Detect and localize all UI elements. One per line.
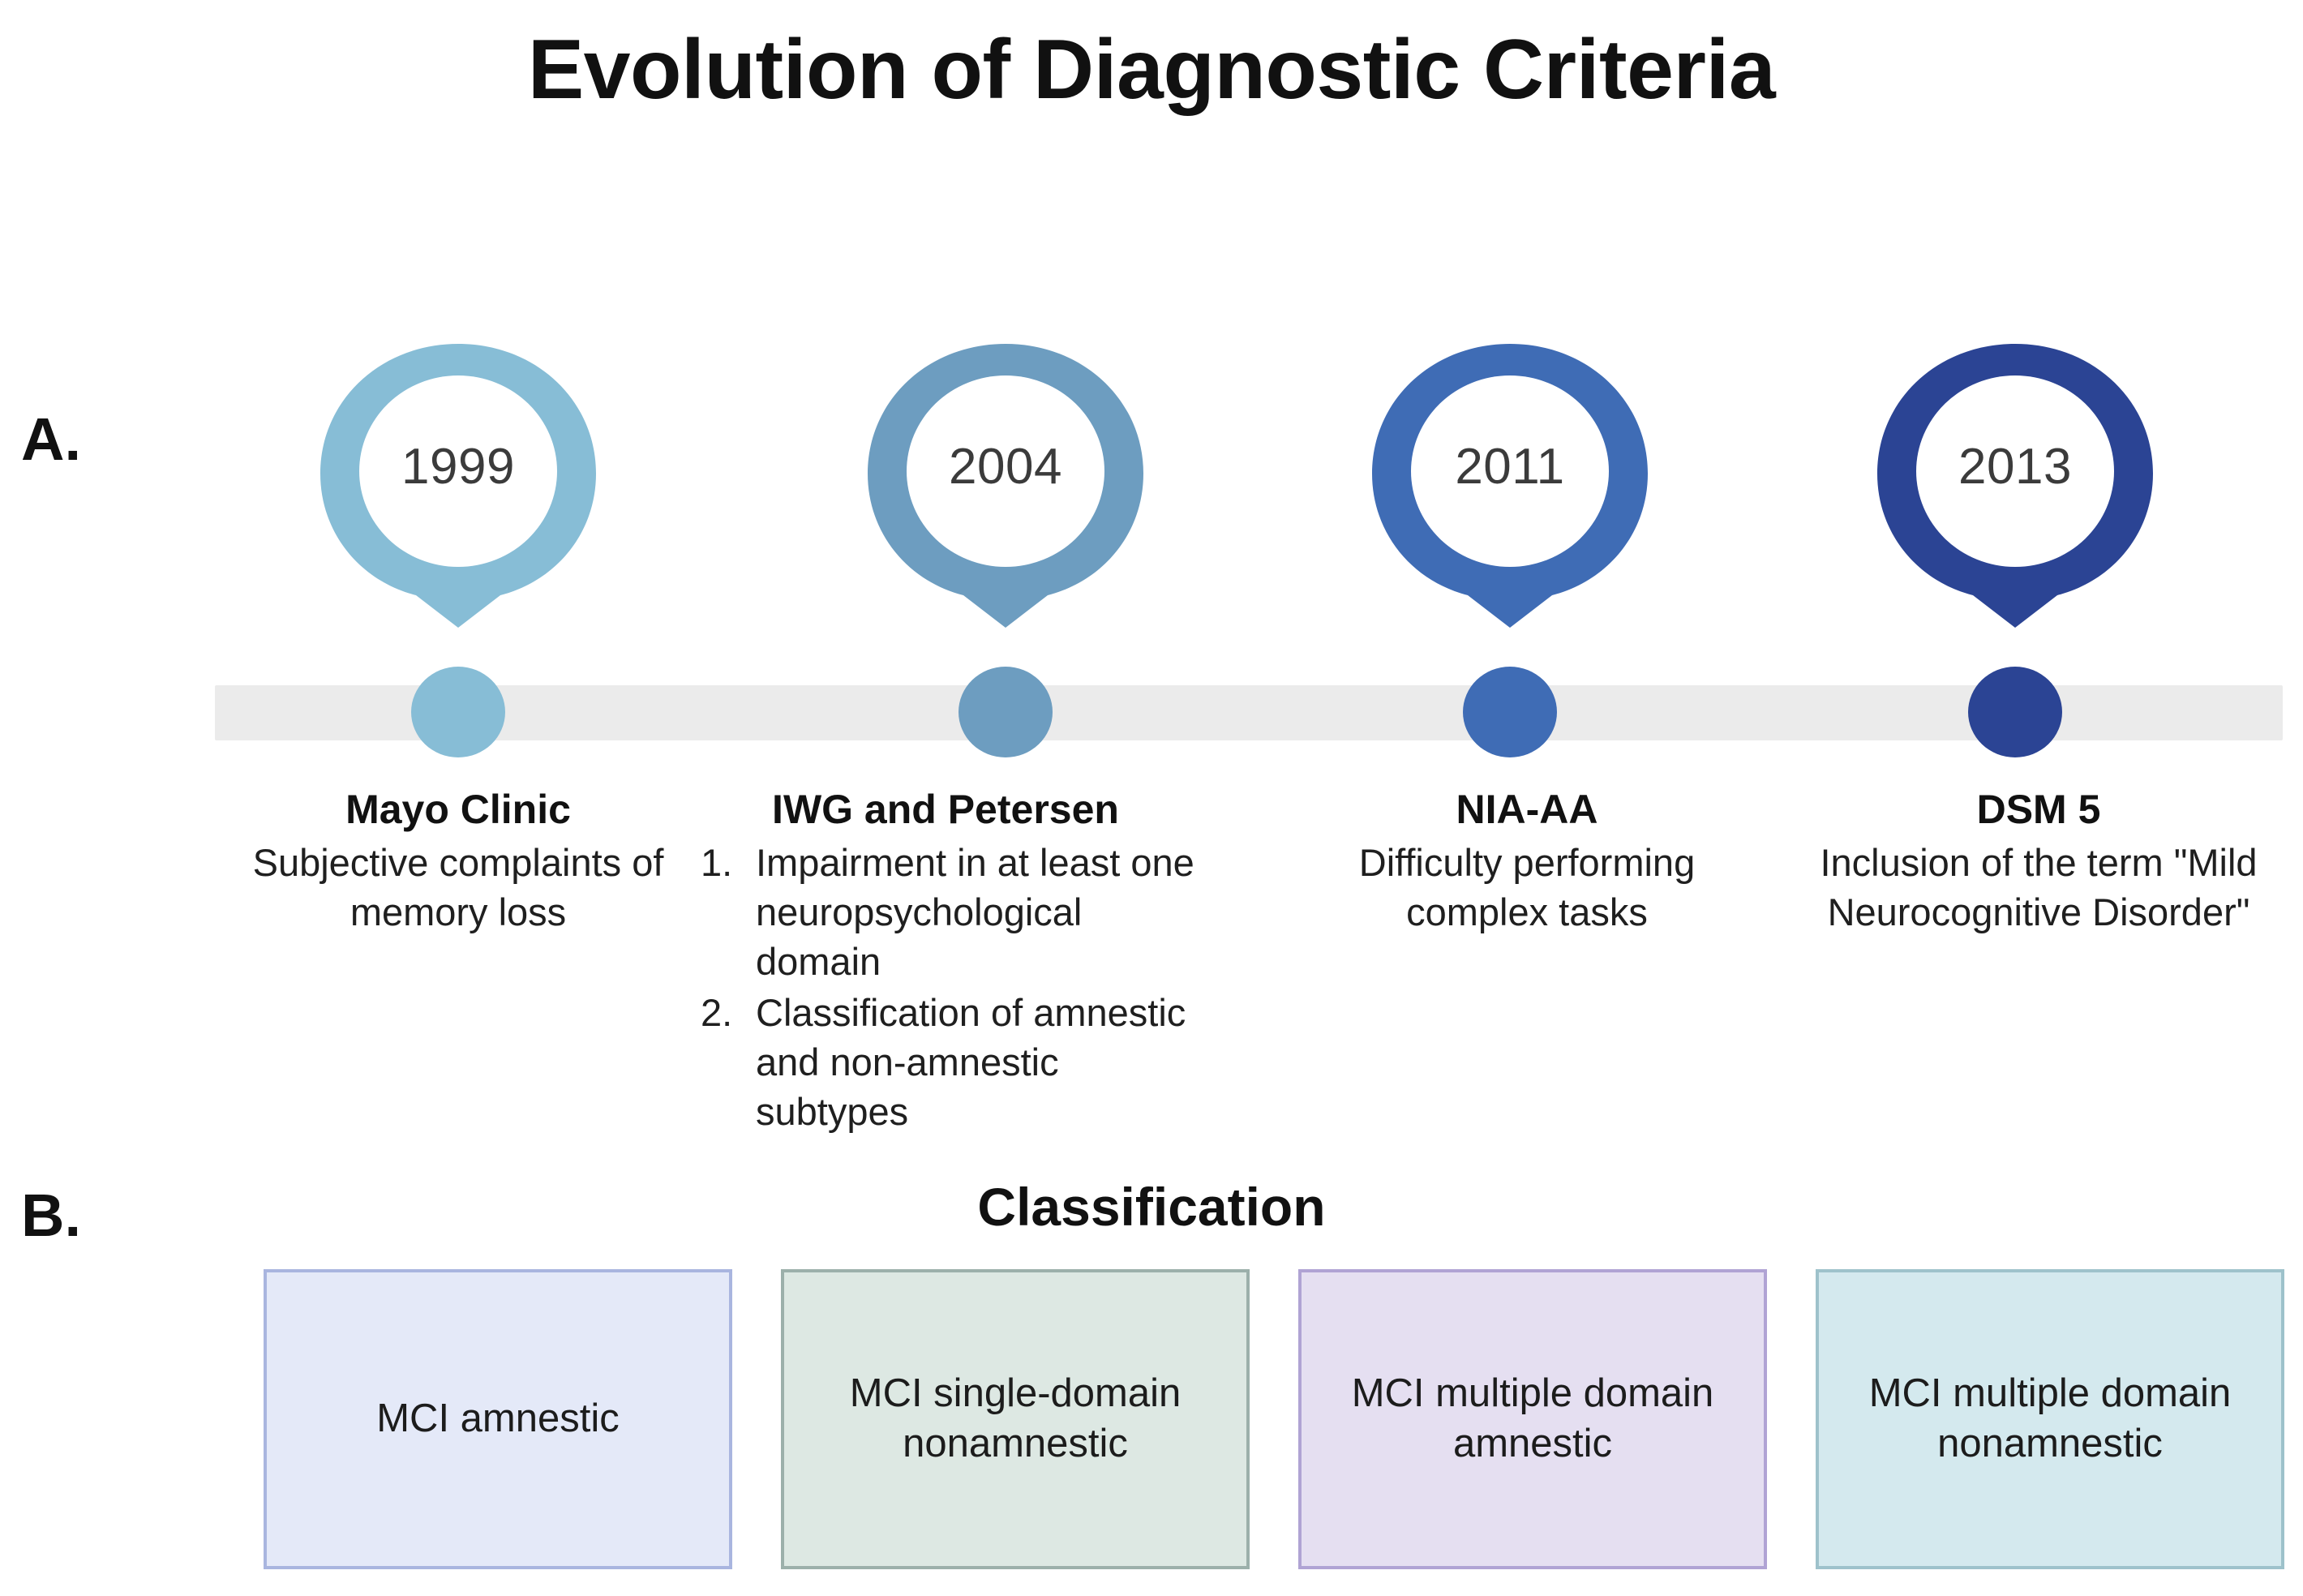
milestone-title: IWG and Petersen — [772, 787, 1119, 832]
panel-a-label: A. — [21, 405, 81, 473]
classification-title: Classification — [977, 1177, 1326, 1237]
map-pin-icon-2004: 2004 — [861, 339, 1150, 631]
list-item: 2. Classification of amnestic and non-am… — [694, 988, 1197, 1136]
figure-title: Evolution of Diagnostic Criteria — [527, 23, 1776, 117]
list-item-text: Classification of amnestic and non-amnes… — [756, 991, 1186, 1134]
list-item: 1. Impairment in at least one neuropsych… — [694, 838, 1197, 986]
map-pin-icon-2011: 2011 — [1366, 339, 1654, 631]
list-item-number: 2. — [701, 991, 733, 1035]
pin-year-label: 1999 — [401, 439, 515, 495]
pin-year-label: 2013 — [1958, 439, 2072, 495]
pin-year-label: 2011 — [1455, 439, 1565, 495]
milestone-2013: DSM 5 Inclusion of the term "Mild Neuroc… — [1797, 785, 2280, 937]
timeline-track — [215, 685, 2283, 740]
milestone-1999: Mayo Clinic Subjective complaints of mem… — [212, 785, 704, 937]
timeline-dot-2011[interactable] — [1463, 667, 1557, 757]
map-pin-icon-2013: 2013 — [1871, 339, 2159, 631]
classification-box-label: MCI amnestic — [376, 1396, 620, 1441]
timeline-dot-2004[interactable] — [959, 667, 1053, 757]
milestone-2011: NIA-AA Difficulty performing complex tas… — [1293, 785, 1761, 937]
classification-box-mci-multiple-domain-amnestic[interactable]: MCI multiple domain amnestic — [1298, 1269, 1767, 1569]
milestone-description: Subjective complaints of memory loss — [252, 841, 664, 934]
milestone-description: Inclusion of the term "Mild Neurocogniti… — [1820, 841, 2258, 934]
map-pin-icon-1999: 1999 — [314, 339, 603, 631]
milestone-description: Difficulty performing complex tasks — [1358, 841, 1696, 934]
timeline-panel: 1999 2004 2011 2013 — [212, 339, 2283, 1133]
milestone-2004: IWG and Petersen 1. Impairment in at lea… — [694, 785, 1197, 1139]
milestone-title: DSM 5 — [1976, 787, 2101, 832]
classification-box-mci-amnestic[interactable]: MCI amnestic — [264, 1269, 732, 1569]
classification-box-label: MCI multiple domain amnestic — [1351, 1371, 1714, 1465]
milestone-title: Mayo Clinic — [345, 787, 571, 832]
classification-box-mci-single-domain-nonamnestic[interactable]: MCI single-domain nonamnestic — [781, 1269, 1250, 1569]
classification-panel: Classification MCI amnestic MCI single-d… — [0, 1135, 2303, 1596]
pin-year-label: 2004 — [949, 439, 1062, 495]
classification-box-row: MCI amnestic MCI single-domain nonamnest… — [264, 1269, 2291, 1569]
list-item-number: 1. — [701, 841, 733, 884]
milestone-title: NIA-AA — [1456, 787, 1598, 832]
timeline-dot-1999[interactable] — [411, 667, 505, 757]
timeline-dot-2013[interactable] — [1968, 667, 2062, 757]
classification-box-label: MCI single-domain nonamnestic — [849, 1371, 1182, 1465]
classification-box-mci-multiple-domain-nonamnestic[interactable]: MCI multiple domain nonamnestic — [1816, 1269, 2284, 1569]
panel-b-label: B. — [21, 1182, 81, 1249]
milestone-numbered-list: 1. Impairment in at least one neuropsych… — [694, 838, 1197, 1137]
classification-box-label: MCI multiple domain nonamnestic — [1868, 1371, 2232, 1465]
list-item-text: Impairment in at least one neuropsycholo… — [756, 841, 1194, 984]
